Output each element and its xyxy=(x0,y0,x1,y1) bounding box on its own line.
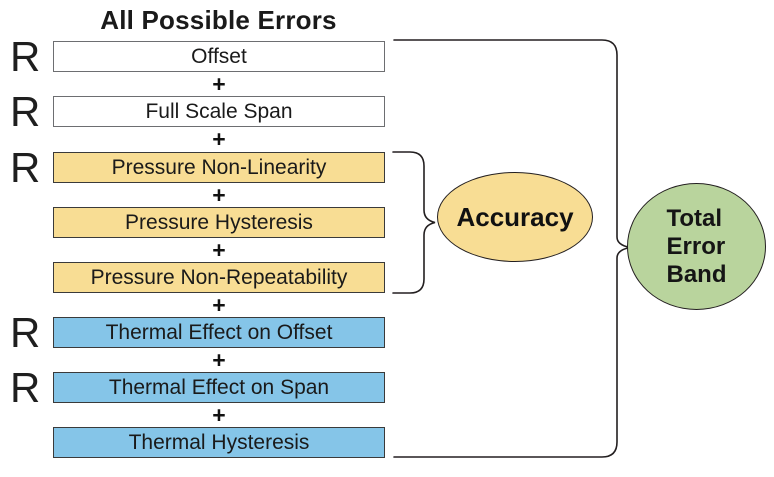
error-box-thermal-effect-on-offset: Thermal Effect on Offset xyxy=(53,317,385,348)
error-box-label: Thermal Effect on Span xyxy=(108,375,330,399)
total-error-band-line: Error xyxy=(666,232,726,260)
total-error-band-circle: Total Error Band xyxy=(627,183,766,310)
error-box-pressure-hysteresis: Pressure Hysteresis xyxy=(53,207,385,238)
ratiometric-r-label: R xyxy=(10,144,41,191)
error-box-pressure-non-repeatability: Pressure Non-Repeatability xyxy=(53,262,385,293)
error-box-label: Pressure Hysteresis xyxy=(125,210,313,234)
error-box-label: Pressure Non-Linearity xyxy=(111,155,327,179)
error-box-thermal-hysteresis: Thermal Hysteresis xyxy=(53,427,385,458)
total-error-band-label: Total Error Band xyxy=(667,205,727,289)
total-error-band-line: Band xyxy=(666,260,727,288)
ratiometric-r-label: R xyxy=(10,364,41,411)
plus-separator: + xyxy=(212,402,226,428)
error-box-thermal-effect-on-span: Thermal Effect on Span xyxy=(53,372,385,403)
plus-separator: + xyxy=(212,292,226,318)
plus-separator: + xyxy=(212,347,226,373)
error-box-label: Offset xyxy=(191,44,247,68)
error-box-pressure-non-linearity: Pressure Non-Linearity xyxy=(53,152,385,183)
ratiometric-r-label: R xyxy=(10,309,41,356)
accuracy-brace xyxy=(392,151,436,294)
accuracy-ellipse: Accuracy xyxy=(437,172,593,262)
plus-separator: + xyxy=(212,126,226,152)
plus-separator: + xyxy=(212,182,226,208)
error-box-full-scale-span: Full Scale Span xyxy=(53,96,385,127)
error-box-label: Pressure Non-Repeatability xyxy=(90,265,348,289)
total-error-band-line: Total xyxy=(666,204,723,232)
plus-separator: + xyxy=(212,71,226,97)
diagram-title: All Possible Errors xyxy=(100,5,337,35)
error-box-offset: Offset xyxy=(53,41,385,72)
plus-separator: + xyxy=(212,237,226,263)
accuracy-label: Accuracy xyxy=(456,201,574,232)
error-box-label: Thermal Hysteresis xyxy=(128,430,310,454)
ratiometric-r-label: R xyxy=(10,33,41,80)
error-box-label: Thermal Effect on Offset xyxy=(105,320,333,344)
ratiometric-r-label: R xyxy=(10,88,41,135)
error-box-label: Full Scale Span xyxy=(145,99,293,123)
